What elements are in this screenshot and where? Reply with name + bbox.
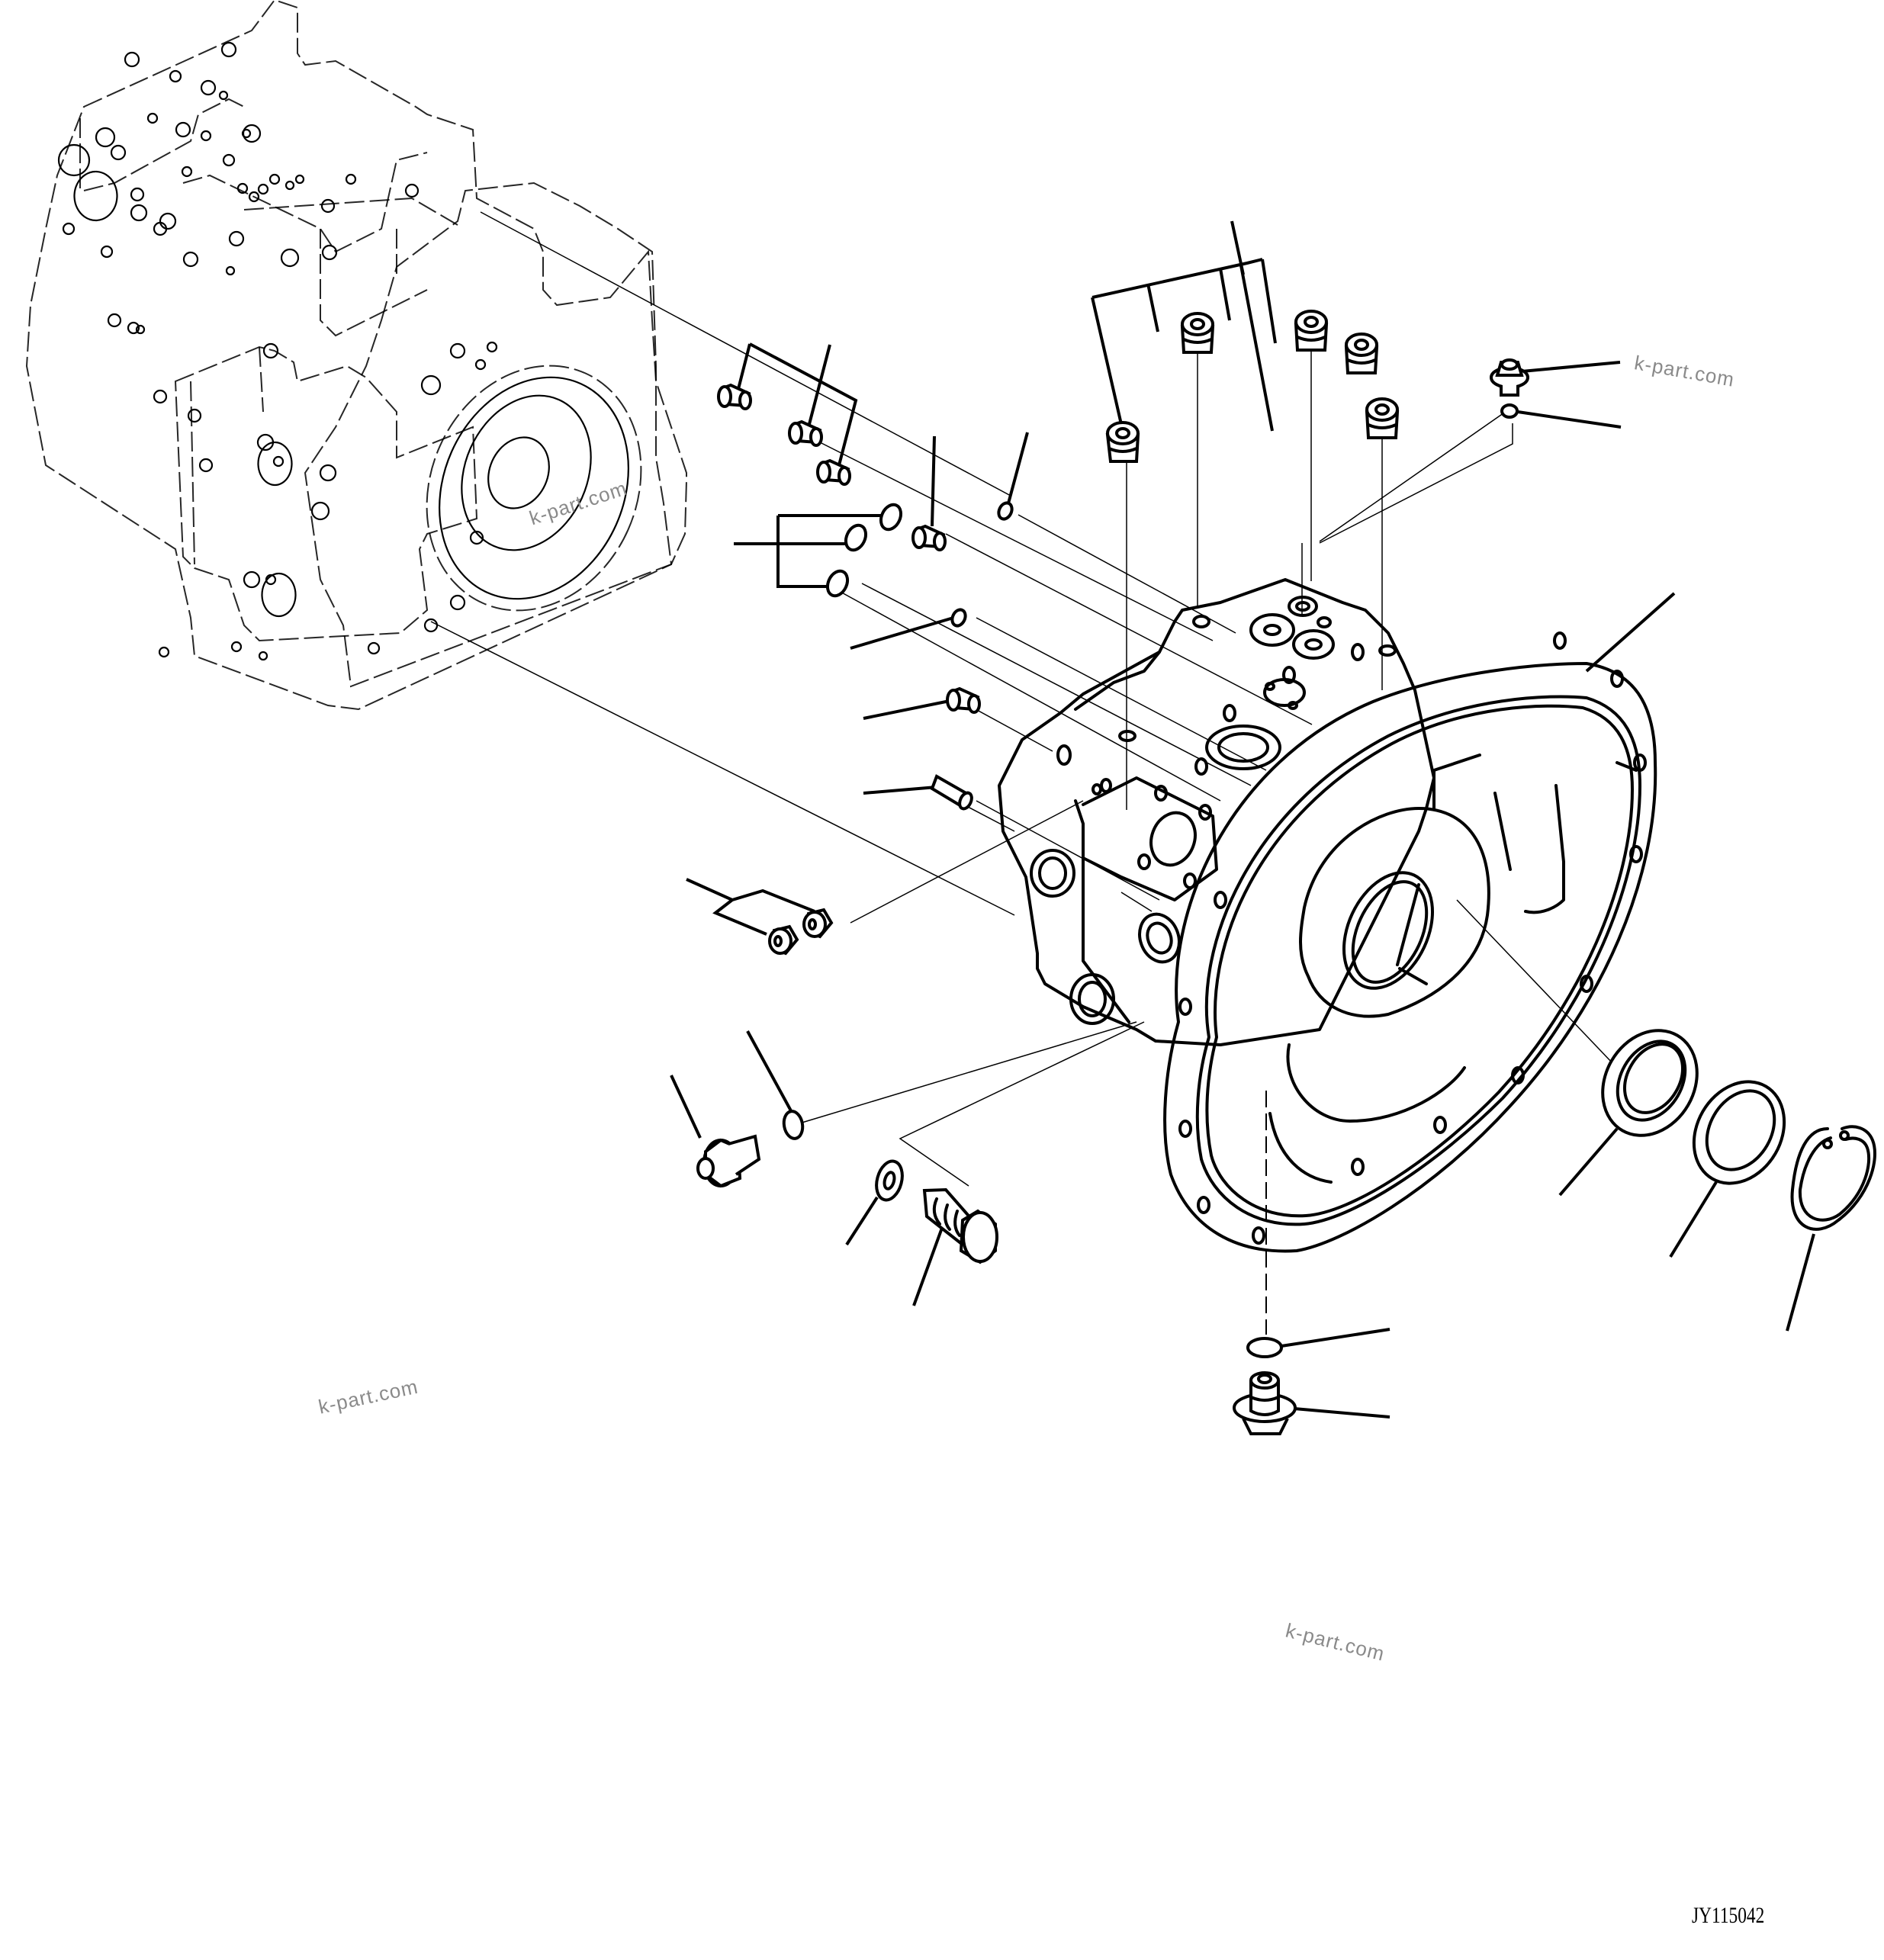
oring-small bbox=[997, 432, 1029, 521]
plug-mid bbox=[863, 686, 981, 720]
plug-group-top bbox=[1091, 220, 1400, 463]
plug-icon bbox=[1180, 312, 1215, 354]
plug-icon bbox=[911, 524, 947, 551]
plug-icon bbox=[788, 419, 823, 447]
plug-icon bbox=[717, 383, 752, 410]
plug-icon bbox=[946, 686, 981, 714]
plug-icon bbox=[768, 924, 799, 956]
housing bbox=[998, 578, 1657, 1253]
drain-plug-bottom bbox=[1233, 1371, 1390, 1435]
plug-top-right bbox=[1490, 358, 1621, 397]
housing-leader bbox=[1585, 592, 1676, 673]
plug-icon bbox=[696, 1134, 761, 1188]
drain-plug-left bbox=[670, 1075, 761, 1188]
plug-icon bbox=[802, 908, 834, 939]
plug-icon bbox=[816, 458, 851, 486]
plug-icon bbox=[1294, 310, 1329, 352]
washer bbox=[845, 1159, 904, 1246]
oil-seal bbox=[1558, 1029, 1699, 1197]
pump-assembly-ghost bbox=[25, 0, 687, 711]
plug-icon bbox=[1233, 1371, 1297, 1435]
plug-group-left bbox=[717, 342, 858, 486]
oring-top-right bbox=[1500, 403, 1622, 429]
oring-left bbox=[746, 1030, 805, 1140]
plug-icon bbox=[1105, 421, 1140, 463]
plug-icon bbox=[1490, 358, 1529, 397]
spacer-ring bbox=[1669, 1080, 1786, 1258]
snap-ring bbox=[1786, 1125, 1876, 1332]
dowel-pin bbox=[863, 774, 973, 811]
bolt bbox=[912, 1187, 998, 1306]
drawing-id: JY115042 bbox=[1692, 1903, 1765, 1928]
plug-icon bbox=[1365, 397, 1400, 439]
projection-lines bbox=[430, 211, 1614, 1335]
oring-small-2 bbox=[850, 608, 967, 650]
plug-single bbox=[911, 435, 947, 551]
plug-pair bbox=[686, 878, 834, 956]
plug-icon bbox=[1344, 333, 1379, 374]
oring-group bbox=[734, 503, 903, 598]
oring-bottom bbox=[1246, 1328, 1390, 1358]
